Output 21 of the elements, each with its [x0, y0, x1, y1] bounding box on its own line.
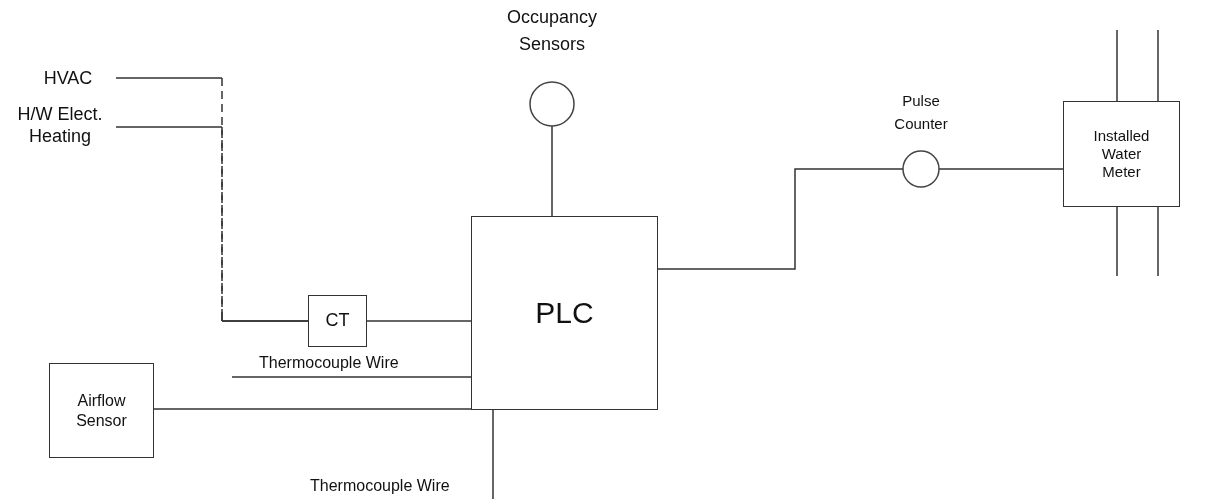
source-label: HVAC [20, 66, 116, 90]
meter-box [1063, 101, 1180, 207]
connector-line [492, 409, 494, 499]
connector-line [366, 320, 472, 322]
connector-line [115, 126, 309, 322]
ct-box [308, 295, 367, 347]
edge-label: Thermocouple Wire [308, 476, 452, 496]
box-label: CT [325, 310, 350, 332]
connector-line [153, 408, 472, 410]
sensor-box [49, 363, 154, 458]
sensor-label: Occupancy Sensors [505, 6, 598, 56]
plc-box [471, 216, 658, 410]
box-label: PLC [535, 295, 594, 331]
connector-line [551, 125, 553, 217]
connector-line [657, 168, 904, 270]
counter-label: Pulse Counter [893, 91, 949, 134]
source-label: H/W Elect. Heating [4, 98, 116, 152]
box-label: Installed Water Meter [1092, 127, 1151, 181]
edge-label: Thermocouple Wire [257, 353, 401, 373]
connector-line [231, 376, 472, 378]
box-label: Airflow Sensor [75, 391, 128, 430]
